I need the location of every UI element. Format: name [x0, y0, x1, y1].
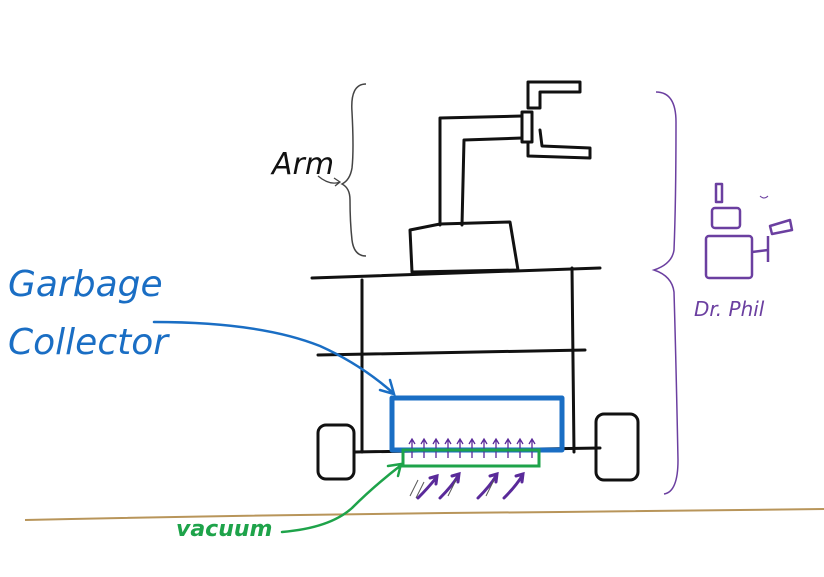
arm-brace: [340, 83, 367, 257]
vacuum-pointer: [280, 462, 403, 534]
robot-arm: [408, 80, 592, 274]
label-garbage: Garbage: [8, 264, 163, 305]
label-dr-phil: Dr. Phil: [694, 297, 765, 321]
ground-line: [24, 508, 824, 521]
left-wheel: [316, 423, 356, 481]
garbage-collector-pointer: [152, 320, 396, 396]
garbage-collector-bin: [389, 395, 565, 453]
vacuum-unit: [401, 448, 541, 468]
airflow-streaks: [409, 479, 495, 499]
right-wheel: [594, 412, 640, 482]
airflow-arrows-outer: [416, 471, 525, 500]
label-collector: Collector: [8, 322, 170, 363]
label-arm: Arm: [270, 147, 334, 182]
dr-phil-robot-icon: [704, 182, 794, 280]
robot-body: [310, 266, 602, 454]
dr-phil-brace: [651, 91, 679, 495]
label-vacuum: vacuum: [176, 517, 272, 542]
arm-pointer: [317, 175, 342, 187]
